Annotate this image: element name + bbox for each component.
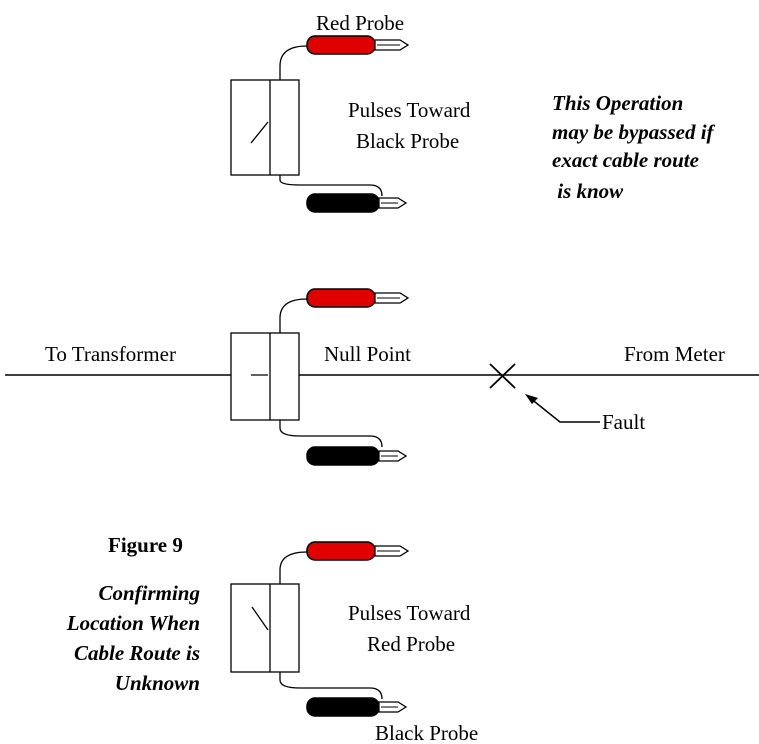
caption-line-2: Location When <box>66 611 200 635</box>
black-probe-handle <box>306 193 380 213</box>
top-red-probe-label: Red Probe <box>316 11 404 35</box>
note-line-3: exact cable route <box>552 148 699 172</box>
note-line-4: is know <box>552 179 624 203</box>
caption-line-4: Unknown <box>115 671 200 695</box>
top-diagram: Red Probe Pulses Toward Black Probe This… <box>230 11 716 213</box>
needle-deflected-right <box>251 606 269 631</box>
middle-red-probe <box>306 288 410 308</box>
bottom-locator-device <box>230 583 300 673</box>
middle-diagram: To Transformer Null Point From Meter <box>5 288 759 466</box>
caption-line-3: Cable Route is <box>74 641 200 665</box>
note-line-1: This Operation <box>552 91 683 115</box>
top-direction-line1: Pulses Toward <box>348 98 471 122</box>
top-black-probe <box>306 193 408 213</box>
fault-arrow <box>525 394 600 423</box>
needle-deflected-left <box>250 121 269 144</box>
fault-x-mark <box>489 363 516 389</box>
to-transformer-label: To Transformer <box>45 342 176 366</box>
bottom-direction-line1: Pulses Toward <box>348 601 471 625</box>
bottom-black-probe-label: Black Probe <box>375 721 478 744</box>
red-probe-handle <box>306 35 376 55</box>
figure-label: Figure 9 <box>108 533 183 557</box>
bottom-direction-line2: Red Probe <box>367 632 455 656</box>
bottom-red-probe <box>306 541 410 561</box>
top-direction-line2: Black Probe <box>356 129 459 153</box>
caption-line-1: Confirming <box>98 581 200 605</box>
bottom-diagram: Figure 9 Confirming Location When Cable … <box>66 533 478 744</box>
middle-locator-device <box>230 332 300 421</box>
from-meter-label: From Meter <box>624 342 725 366</box>
note-line-2: may be bypassed if <box>552 120 716 144</box>
bottom-black-lead <box>279 672 383 700</box>
top-red-probe <box>306 35 410 55</box>
middle-black-probe <box>306 446 408 466</box>
top-black-lead <box>279 175 383 197</box>
middle-black-lead <box>279 420 383 448</box>
top-locator-device <box>230 79 300 176</box>
top-red-lead <box>279 45 308 80</box>
fault-label: Fault <box>602 410 645 434</box>
bottom-red-lead <box>279 551 308 584</box>
null-point-label: Null Point <box>324 342 411 366</box>
middle-red-lead <box>279 298 308 333</box>
bottom-black-probe <box>306 697 408 717</box>
